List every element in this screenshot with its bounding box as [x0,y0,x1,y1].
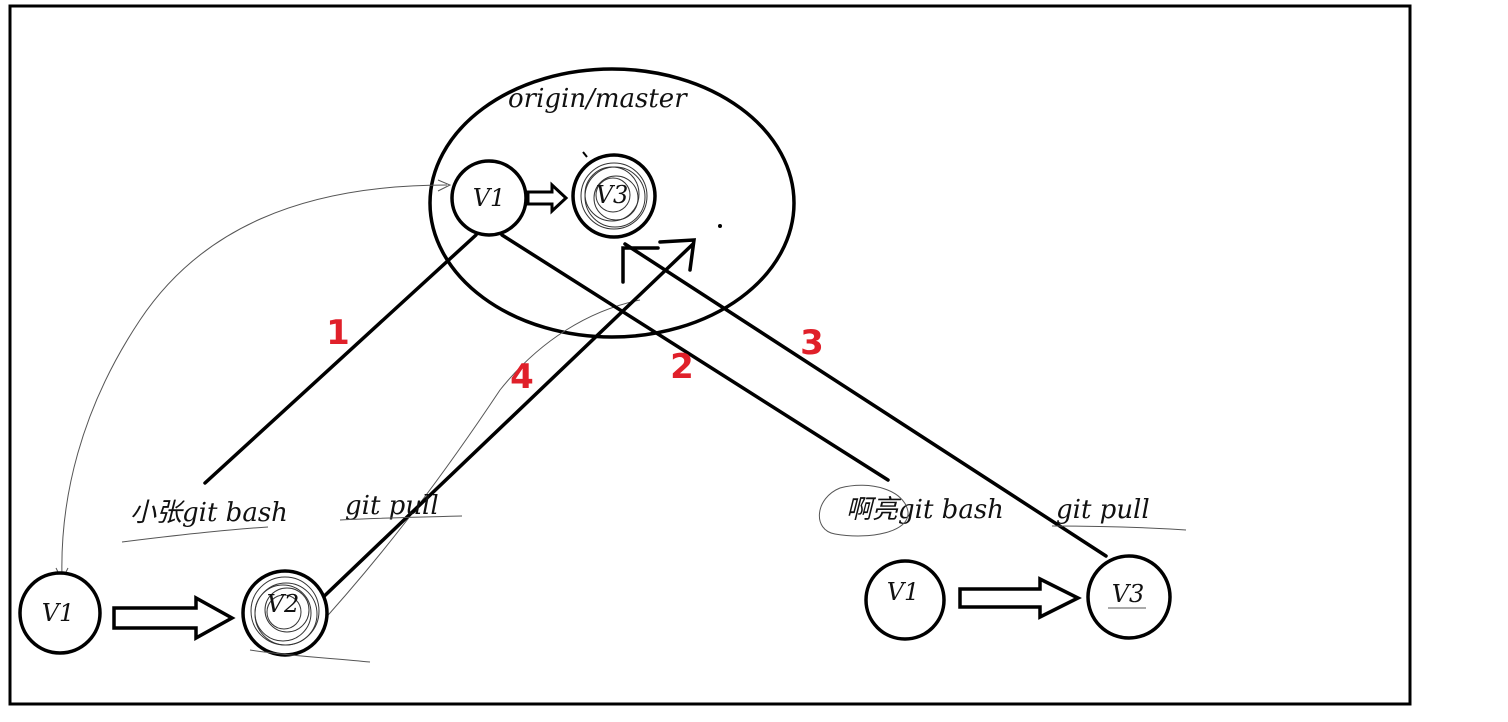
right-node-v1-label: V1 [887,578,920,606]
remote-node-v1 [450,159,528,237]
right-client-label: 啊亮git bash [846,495,1004,525]
clone-curve-arrowhead-top [437,179,452,192]
tick-marker [582,151,588,158]
left-node-v2-label: V2 [267,590,300,618]
step-4-arrowhead [658,238,697,272]
left-label-underline [121,526,269,543]
left-client-label: 小张git bash [130,498,288,528]
line-step-1 [203,233,478,485]
push-curve [299,299,641,647]
line-step-3 [623,242,1108,558]
line-step-4 [314,242,695,606]
left-client-command: git pull [345,491,439,521]
right-node-v3 [1086,554,1172,640]
remote-label: origin/master [508,84,688,114]
step-number-1: 1 [326,313,350,353]
step-number-4: 4 [510,357,534,397]
left-arrow [112,595,236,641]
right-label-scribble [819,484,909,537]
dot-marker [718,224,722,228]
step-number-3: 3 [800,323,824,363]
clone-curve [61,184,448,578]
diagram-frame [8,4,1412,706]
remote-node-v1-label: V1 [473,184,506,212]
right-command-underline [1051,525,1187,531]
left-command-underline [339,515,463,521]
step-number-2: 2 [670,347,694,387]
right-node-v1 [864,559,946,641]
left-node-v2-scribble [250,576,320,646]
right-client-command: git pull [1056,495,1150,525]
remote-repository-ellipse [428,67,796,339]
step-3-arrowhead [621,246,660,284]
right-arrow [958,576,1082,620]
right-node-v3-label: V3 [1112,580,1145,608]
remote-arrow [526,181,569,215]
left-node-v2-underline [249,649,371,663]
remote-node-v3-label: V3 [596,181,629,209]
line-step-2 [500,233,890,482]
left-node-v1-label: V1 [42,599,75,627]
left-node-v1 [18,571,102,655]
remote-node-v3-scribble [580,162,648,230]
